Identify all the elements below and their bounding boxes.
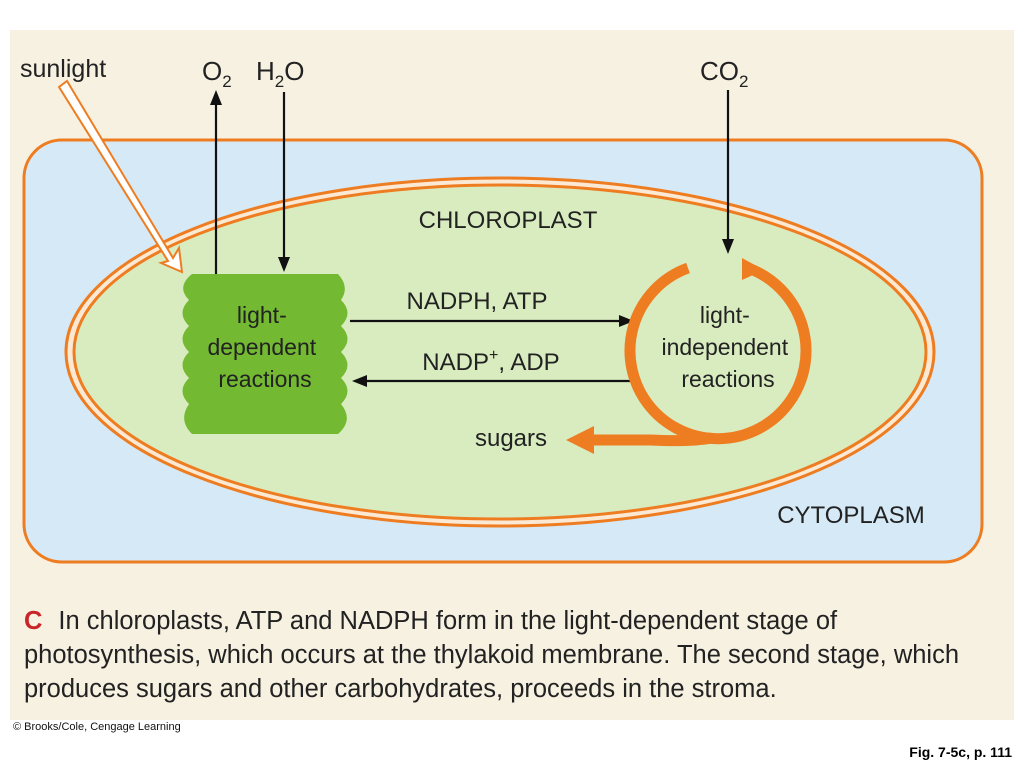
light-dependent-label: light- dependent reactions <box>207 302 322 392</box>
o2-label: O2 <box>202 56 232 91</box>
calvin-cycle-ring <box>624 258 812 445</box>
photosynthesis-diagram: sunlight O2 H2O CO2 CHLOROPLAST CYTOPLAS… <box>20 55 984 564</box>
sugars-label: sugars <box>475 425 547 452</box>
nadph-atp-label: NADPH, ATP <box>407 288 548 315</box>
co2-label: CO2 <box>700 56 748 91</box>
h2o-arrow <box>278 92 290 272</box>
chloroplast-label: CHLOROPLAST <box>419 207 598 234</box>
light-independent-label: light- independent reactions <box>661 302 794 392</box>
sunlight-label: sunlight <box>20 55 106 83</box>
nadp-adp-arrow <box>352 375 632 387</box>
copyright-notice: © Brooks/Cole, Cengage Learning <box>13 721 181 733</box>
caption-text: In chloroplasts, ATP and NADPH form in t… <box>24 607 960 703</box>
thylakoid-stack <box>182 274 348 434</box>
figure-panel: sunlight O2 H2O CO2 CHLOROPLAST CYTOPLAS… <box>10 30 1014 720</box>
sugars-arrow <box>566 426 713 454</box>
sunlight-arrow <box>57 79 184 274</box>
h2o-label: H2O <box>256 56 304 91</box>
nadph-atp-arrow <box>350 315 634 327</box>
o2-arrow <box>210 90 222 276</box>
co2-arrow <box>722 90 734 254</box>
caption-letter: C <box>24 607 43 635</box>
figure-reference: Fig. 7-5c, p. 111 <box>909 744 1012 760</box>
nadp-adp-label: NADP+, ADP <box>422 347 559 376</box>
cytoplasm-label: CYTOPLASM <box>777 502 925 529</box>
